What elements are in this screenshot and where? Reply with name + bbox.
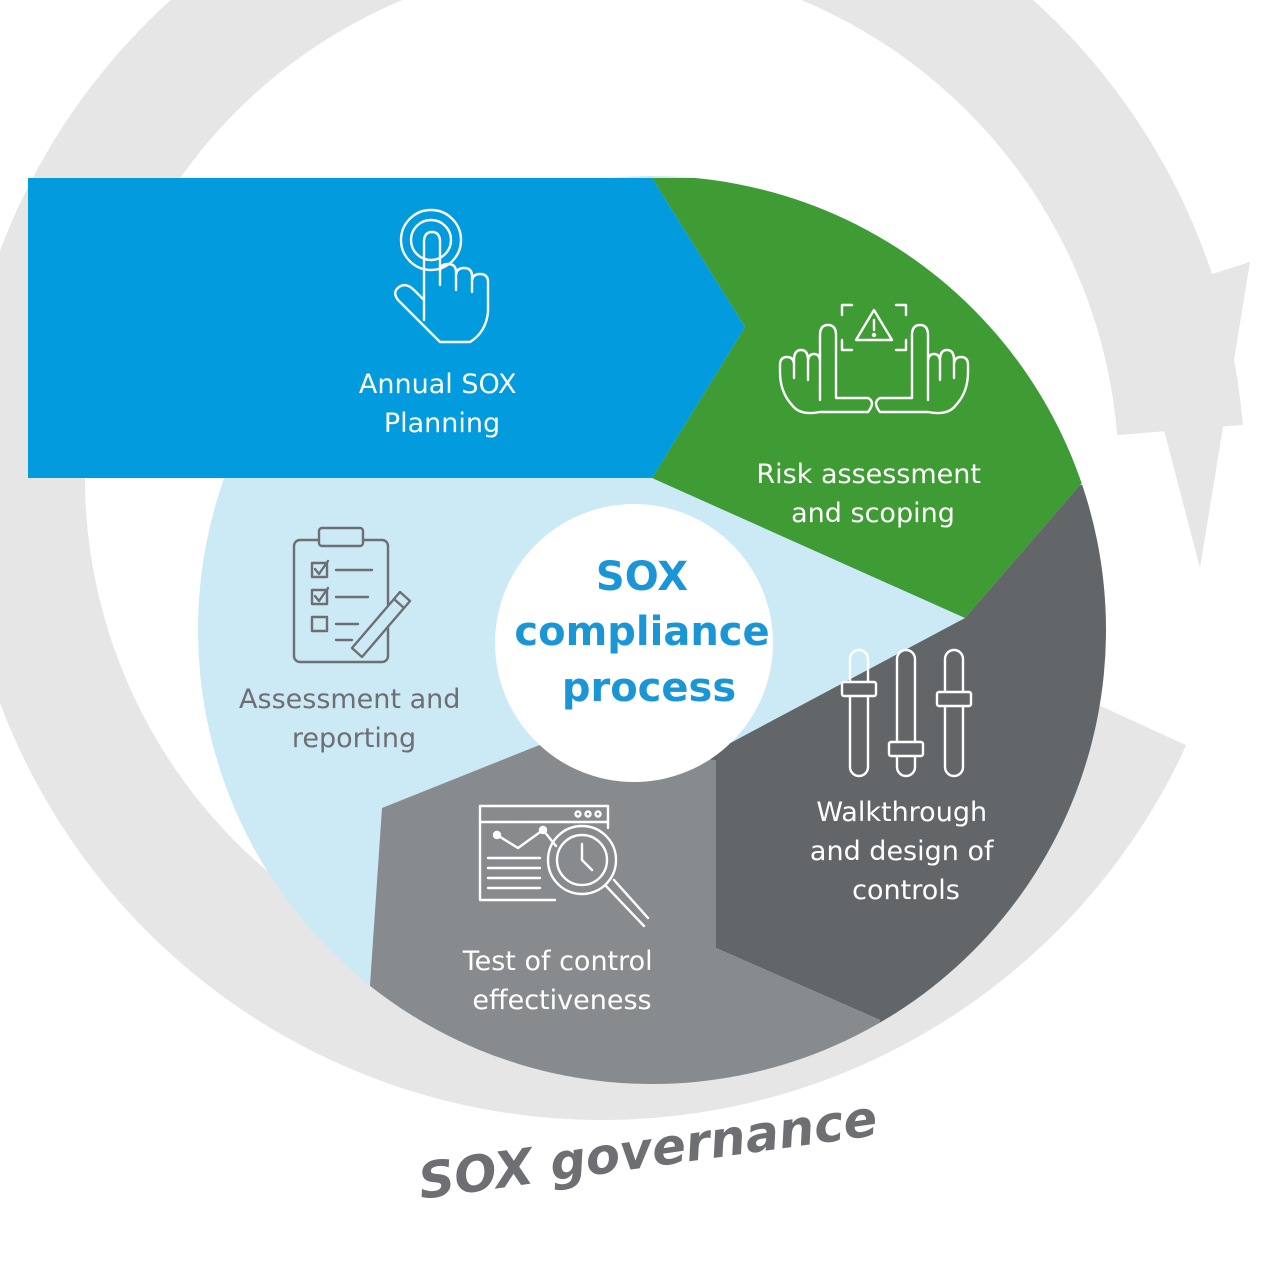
center-title-line-3: process bbox=[562, 665, 736, 711]
center-title: SOX compliance process bbox=[514, 554, 783, 711]
center-circle bbox=[495, 504, 773, 782]
step-walkthrough-line-3: controls bbox=[852, 875, 960, 906]
step-testing-line-1: Test of control bbox=[462, 946, 653, 977]
cycle-arrowhead bbox=[1130, 262, 1250, 568]
step-risk-line-1: Risk assessment bbox=[756, 459, 981, 490]
step-risk-label: Risk assessment and scoping bbox=[756, 459, 989, 529]
hands-frame-warning-icon bbox=[778, 303, 970, 415]
center-title-line-2: compliance bbox=[514, 609, 769, 655]
chart-magnifier-clock-icon bbox=[478, 804, 650, 928]
step-assessment-line-1: Assessment and bbox=[239, 684, 460, 715]
step-planning-label: Annual SOX Planning bbox=[359, 369, 525, 439]
segment-planning-arrow bbox=[28, 178, 745, 478]
step-assessment-line-2: reporting bbox=[292, 723, 416, 754]
step-risk-line-2: and scoping bbox=[791, 498, 955, 529]
step-walkthrough-line-2: and design of bbox=[810, 836, 995, 867]
hand-pointer-icon bbox=[394, 208, 490, 344]
step-planning-line-1: Annual SOX bbox=[359, 369, 517, 400]
step-walkthrough-label: Walkthrough and design of controls bbox=[810, 797, 1002, 906]
step-planning-line-2: Planning bbox=[384, 408, 500, 439]
center-title-line-1: SOX bbox=[596, 554, 688, 600]
segment-testing bbox=[370, 744, 880, 1084]
sliders-icon bbox=[840, 648, 973, 778]
step-testing-line-2: effectiveness bbox=[472, 985, 651, 1016]
clipboard-checklist-icon bbox=[292, 526, 412, 664]
step-walkthrough-line-1: Walkthrough bbox=[816, 797, 987, 828]
step-testing-label: Test of control effectiveness bbox=[462, 946, 662, 1016]
step-assessment-label: Assessment and reporting bbox=[239, 684, 469, 754]
